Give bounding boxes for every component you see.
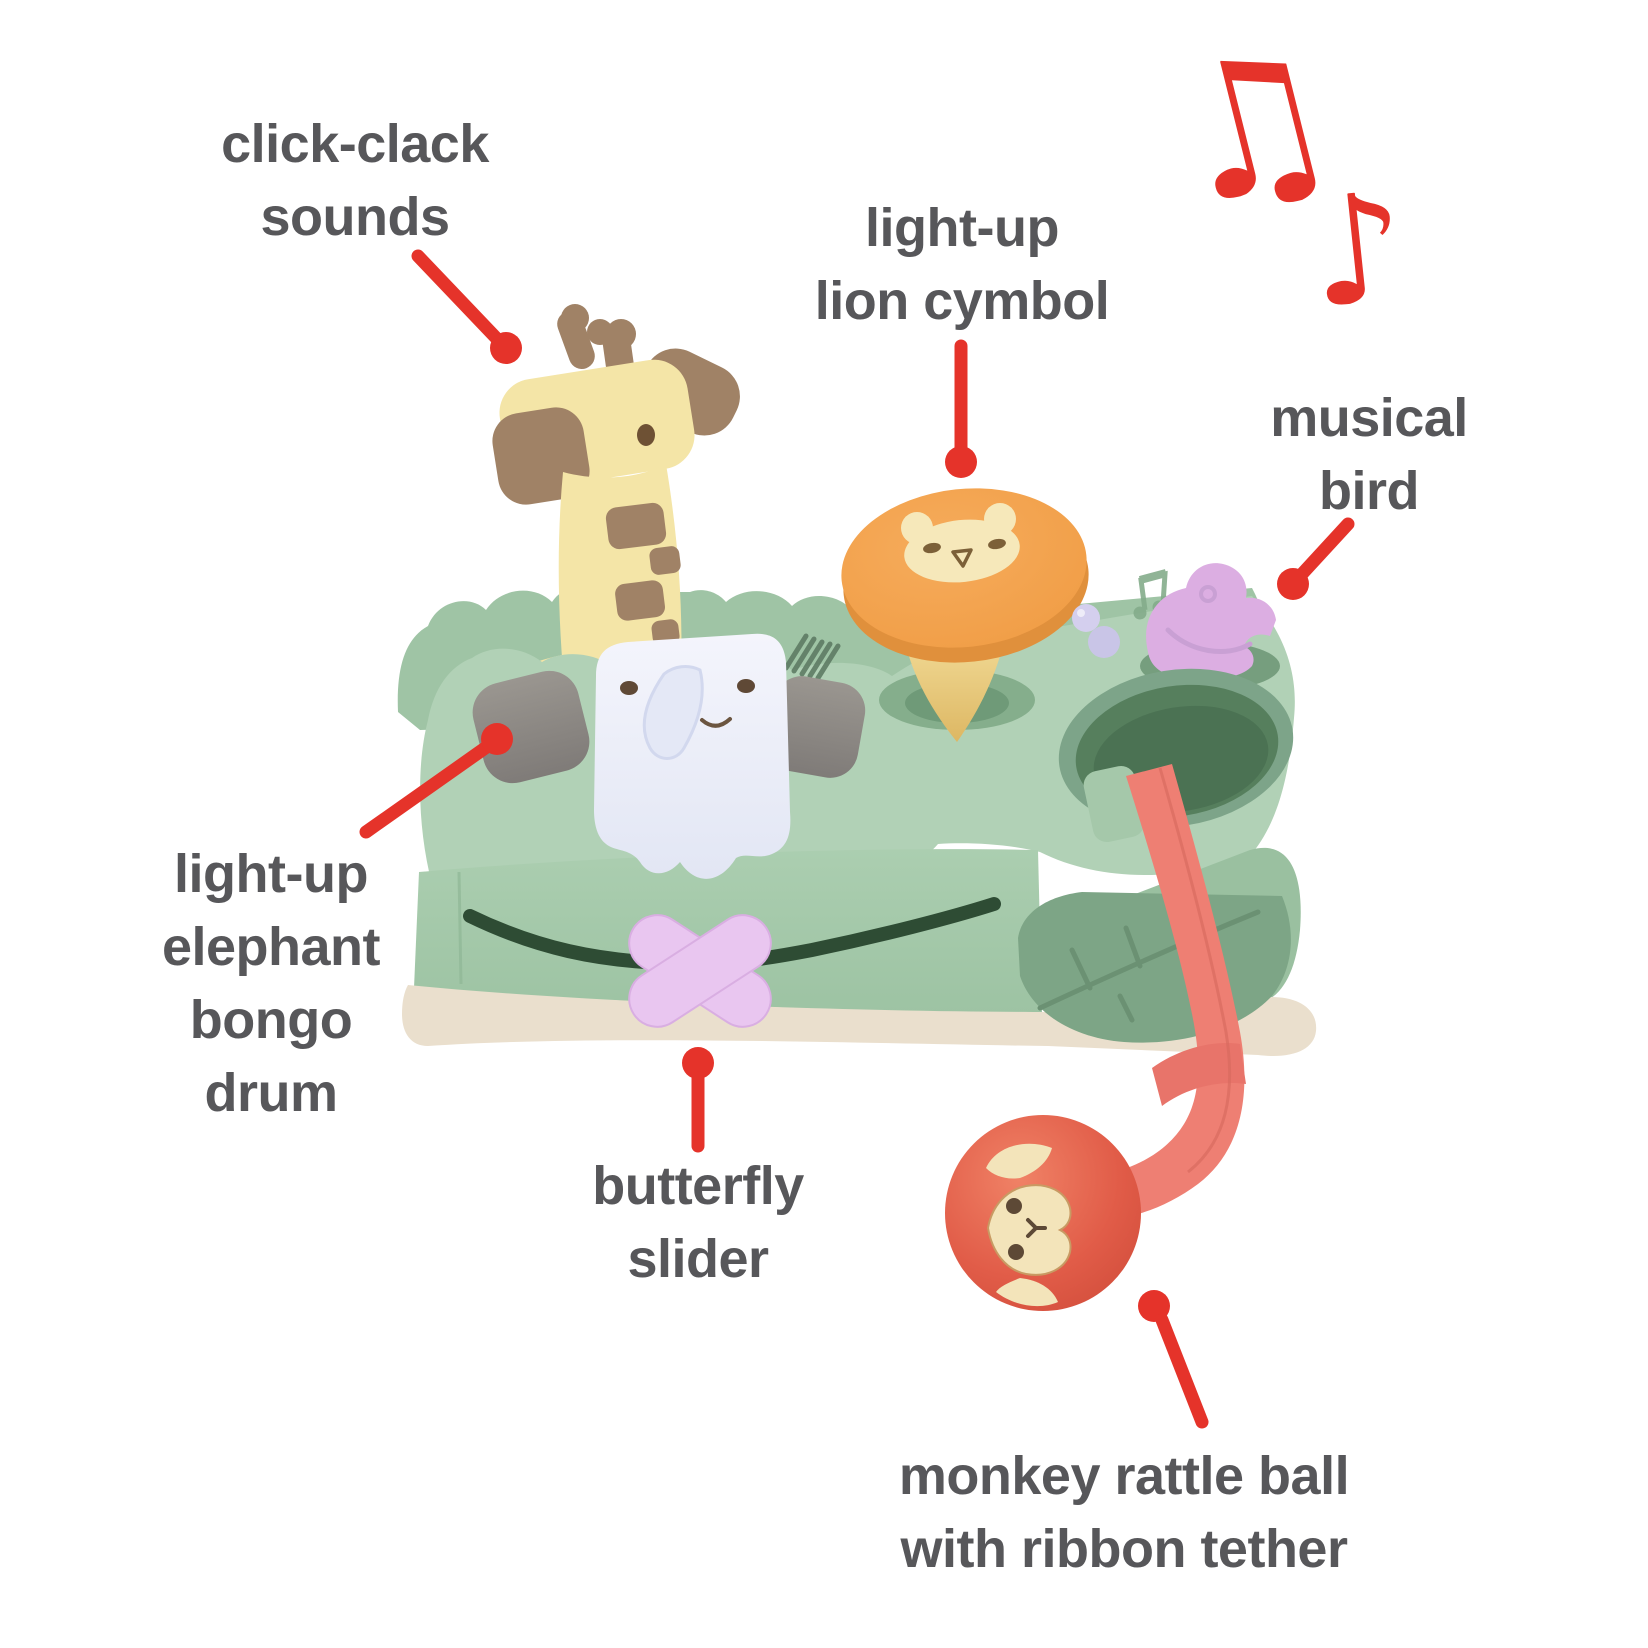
bird-wing bbox=[1165, 627, 1253, 654]
leader-lion-cymbol bbox=[945, 339, 977, 478]
label-line: sounds bbox=[260, 187, 450, 247]
label-line: monkey rattle ball bbox=[898, 1446, 1350, 1506]
label-line: click-clack bbox=[221, 114, 489, 174]
butterfly-slider-knob[interactable] bbox=[618, 904, 781, 1037]
lion-eye-left bbox=[923, 542, 941, 554]
leader-monkey-rattle bbox=[1138, 1290, 1209, 1429]
speaker-grille bbox=[783, 633, 841, 681]
ribbon-fold bbox=[1152, 1043, 1246, 1106]
monkey-hair-patch bbox=[986, 1143, 1052, 1179]
label-line: butterfly bbox=[592, 1156, 804, 1216]
monkey-eye bbox=[1006, 1198, 1022, 1214]
monkey-eye bbox=[1008, 1244, 1024, 1260]
leader-musical-bird bbox=[1277, 517, 1355, 600]
label-line: lion cymbol bbox=[814, 271, 1110, 331]
leader-click-clack bbox=[411, 249, 522, 364]
label-line: light-up bbox=[865, 198, 1059, 258]
giraffe-ossicone-knob bbox=[606, 319, 636, 349]
rattle-beads[interactable] bbox=[1072, 604, 1120, 658]
base-corner-seam bbox=[457, 871, 463, 985]
label-click-clack-sounds: click-clack sounds bbox=[221, 108, 489, 254]
elephant-smile bbox=[700, 717, 732, 728]
label-line: slider bbox=[627, 1229, 769, 1289]
label-line: light-up bbox=[174, 844, 368, 904]
label-elephant-bongo-drum: light-up elephant bongo drum bbox=[161, 838, 381, 1130]
label-musical-bird: musical bird bbox=[1270, 382, 1468, 528]
ribbon-tether[interactable] bbox=[1108, 764, 1246, 1218]
lion-eye-right bbox=[988, 538, 1006, 550]
elephant-bongo-drum[interactable] bbox=[466, 633, 869, 879]
label-line: bird bbox=[1318, 461, 1419, 521]
giraffe-eye bbox=[637, 424, 655, 446]
lion-cymbal[interactable] bbox=[833, 477, 1096, 742]
elephant-cube[interactable] bbox=[594, 633, 791, 879]
label-line: drum bbox=[204, 1063, 338, 1123]
music-note-icon: ♪ bbox=[1301, 159, 1415, 343]
monkey-nose bbox=[1026, 1218, 1047, 1238]
ribbon-edge-line bbox=[1158, 767, 1232, 1174]
monkey-rattle-ball[interactable] bbox=[945, 1115, 1141, 1311]
bird-eye bbox=[1199, 585, 1217, 603]
elephant-eye-left bbox=[620, 681, 638, 695]
giraffe-ossicone-knob bbox=[561, 304, 589, 332]
elephant-eye-right bbox=[737, 679, 755, 693]
label-lion-cymbol: light-up lion cymbol bbox=[815, 192, 1110, 338]
leader-elephant-drum bbox=[359, 723, 513, 839]
label-butterfly-slider: butterfly slider bbox=[592, 1150, 804, 1296]
elephant-ear-right[interactable] bbox=[762, 672, 869, 783]
leader-butterfly-slider bbox=[682, 1047, 714, 1153]
elephant-trunk-relief bbox=[642, 665, 704, 760]
label-monkey-rattle-ball: monkey rattle ball with ribbon tether bbox=[898, 1440, 1350, 1586]
label-line: elephant bbox=[161, 917, 381, 977]
ribbon-strap[interactable] bbox=[1108, 764, 1245, 1218]
lion-nose bbox=[951, 548, 973, 568]
label-line: musical bbox=[1270, 388, 1468, 448]
label-line: bongo bbox=[189, 990, 353, 1050]
label-line: with ribbon tether bbox=[900, 1519, 1348, 1579]
monkey-chin-patch bbox=[996, 1278, 1058, 1307]
bird-body[interactable] bbox=[1146, 563, 1276, 681]
elephant-ear-left[interactable] bbox=[466, 664, 595, 789]
